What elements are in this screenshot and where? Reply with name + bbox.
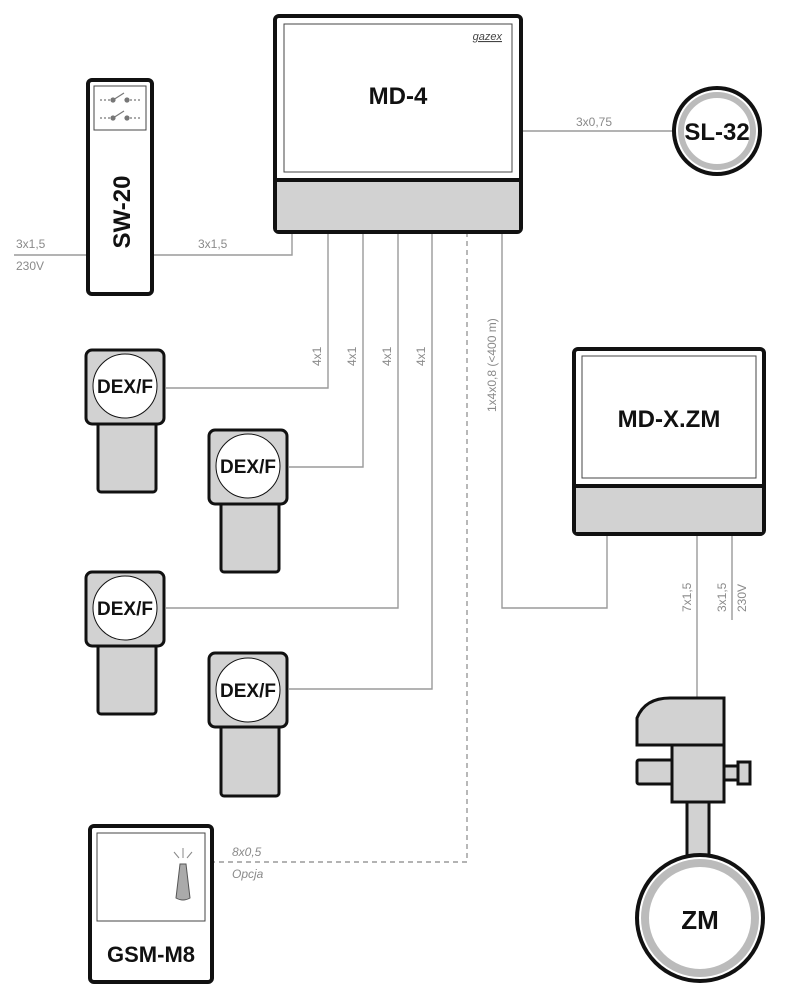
sl32-label: SL-32 xyxy=(684,119,749,146)
dex-1-sensor-body xyxy=(96,418,158,494)
dex-2-sensor-body xyxy=(219,498,281,574)
md4-terminal-strip xyxy=(277,180,519,230)
wires xyxy=(14,130,733,863)
mdxzm-label: MD-X.ZM xyxy=(618,406,721,433)
dex-1-label: DEX/F xyxy=(97,377,153,398)
wire-label-dex-2: 4x1 xyxy=(345,346,359,366)
switch-contacts-icon xyxy=(100,92,140,121)
dex-2-face xyxy=(215,433,281,499)
dex-3-face xyxy=(92,575,158,641)
wire-label-dex-3: 4x1 xyxy=(380,346,394,366)
dex-detector-1: DEX/F xyxy=(84,348,166,494)
zm-label: ZM xyxy=(681,905,719,935)
wire-dex-4 xyxy=(289,232,433,690)
sw20-label: SW-20 xyxy=(109,176,136,249)
wire-labels: 3x1,5 230V 3x1,5 3x0,75 4x1 4x1 4x1 4x1 … xyxy=(16,115,749,881)
dex-2-label: DEX/F xyxy=(220,457,276,478)
dex-4-sensor-body xyxy=(219,722,281,798)
dex-3-label: DEX/F xyxy=(97,599,153,620)
wire-md-to-mdx xyxy=(501,232,608,609)
dex-detector-3: DEX/F xyxy=(84,570,166,716)
dex-4-label: DEX/F xyxy=(220,681,276,702)
wire-dex-2 xyxy=(289,232,364,468)
wire-label-sw-to-md: 3x1,5 xyxy=(198,237,228,251)
wire-label-dex-1: 4x1 xyxy=(310,346,324,366)
gsm-m8-module: GSM-M8 xyxy=(88,824,214,984)
wire-label-md-to-sl: 3x0,75 xyxy=(576,115,612,129)
gsm-front-panel xyxy=(96,832,206,922)
wire-label-md-to-mdx: 1x4x0,8 (<400 m) xyxy=(485,318,499,412)
md4-front-panel xyxy=(283,23,513,173)
valve-stem xyxy=(685,800,711,859)
md4-controller: gazex MD-4 xyxy=(273,14,523,234)
wire-label-dex-4: 4x1 xyxy=(414,346,428,366)
wire-gsm xyxy=(212,232,468,863)
dex-1-face xyxy=(92,353,158,419)
wire-label-mdx-to-valve: 7x1,5 xyxy=(680,582,694,612)
dex-3-sensor-body xyxy=(96,640,158,716)
wire-sw-to-md xyxy=(152,232,293,256)
wire-label-power-in-1: 3x1,5 xyxy=(16,237,46,251)
mdxzm-front-panel xyxy=(581,355,757,479)
md4-label: MD-4 xyxy=(369,83,428,110)
wire-dex-3 xyxy=(166,232,399,609)
sl32-siren: SL-32 xyxy=(672,86,762,176)
valve-zm: ZM xyxy=(635,696,765,983)
wire-label-power-in-2: 230V xyxy=(16,259,44,273)
wire-label-mdx-power-2: 230V xyxy=(735,584,749,612)
mdxzm-terminal-strip xyxy=(576,486,762,532)
wire-dex-1 xyxy=(166,232,329,389)
wire-label-mdx-power-1: 3x1,5 xyxy=(715,582,729,612)
gsm-label: GSM-M8 xyxy=(107,942,195,967)
sw20-window xyxy=(93,85,147,131)
valve-manual-knob xyxy=(635,758,675,786)
wire-label-gsm-1: 8x0,5 xyxy=(232,845,262,859)
dex-detector-2: DEX/F xyxy=(207,428,289,574)
wire-label-gsm-2: Opcja xyxy=(232,867,264,881)
valve-actuator-head xyxy=(635,696,726,747)
valve-body xyxy=(670,743,726,804)
sw20-housing xyxy=(86,78,154,296)
mdxzm-module: MD-X.ZM xyxy=(572,347,766,536)
antenna-icon xyxy=(173,848,193,901)
sw20-switch: SW-20 xyxy=(86,78,154,296)
dex-detector-4: DEX/F xyxy=(207,651,289,798)
dex-4-face xyxy=(215,657,281,723)
md4-brand: gazex xyxy=(473,31,503,43)
